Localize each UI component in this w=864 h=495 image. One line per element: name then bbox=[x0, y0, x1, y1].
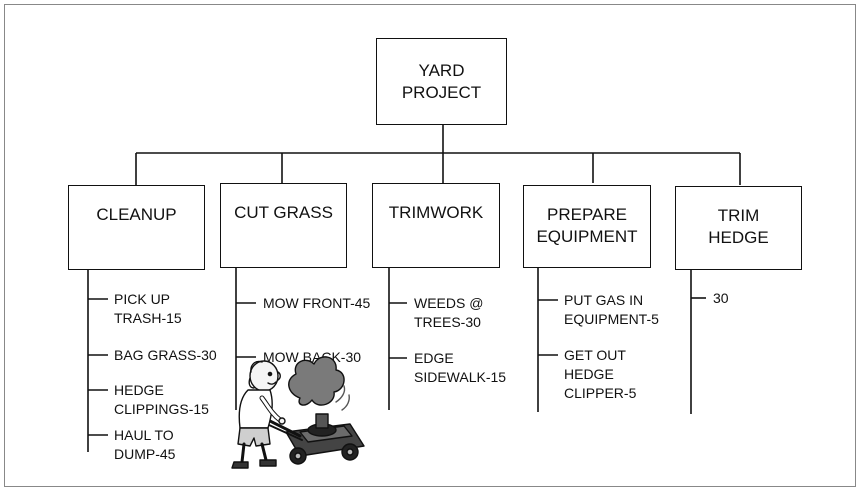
exhaust-smoke bbox=[288, 356, 345, 406]
task-item: WEEDS @ TREES-30 bbox=[414, 295, 484, 330]
task-item: HAUL TO DUMP-45 bbox=[114, 427, 176, 462]
task-item: HEDGE CLIPPINGS-15 bbox=[114, 382, 209, 417]
task-item: EDGE SIDEWALK-15 bbox=[414, 350, 507, 385]
category-label: TRIM HEDGE bbox=[708, 206, 769, 247]
task-item: PICK UP TRASH-15 bbox=[114, 291, 182, 326]
category-cut-grass: CUT GRASS bbox=[220, 183, 347, 268]
task-item: PUT GAS IN EQUIPMENT-5 bbox=[564, 292, 659, 327]
category-prepare-equipment: PREPARE EQUIPMENT bbox=[523, 185, 651, 268]
category-trimwork: TRIMWORK bbox=[372, 183, 500, 268]
man-head bbox=[249, 360, 279, 392]
category-label: CLEANUP bbox=[96, 205, 177, 224]
task-item: MOW FRONT-45 bbox=[263, 295, 371, 311]
root-label: YARD PROJECT bbox=[401, 60, 482, 102]
category-label: PREPARE EQUIPMENT bbox=[536, 205, 638, 246]
task-item: 30 bbox=[713, 290, 729, 306]
root-node: YARD PROJECT bbox=[376, 38, 507, 125]
category-cleanup: CLEANUP bbox=[68, 185, 205, 270]
category-trim-hedge: TRIM HEDGE bbox=[675, 186, 802, 270]
task-item: BAG GRASS-30 bbox=[114, 347, 217, 363]
category-label: CUT GRASS bbox=[234, 203, 333, 222]
diagram-frame bbox=[4, 4, 856, 487]
category-label: TRIMWORK bbox=[388, 203, 484, 222]
task-item: GET OUT HEDGE CLIPPER-5 bbox=[564, 347, 637, 401]
